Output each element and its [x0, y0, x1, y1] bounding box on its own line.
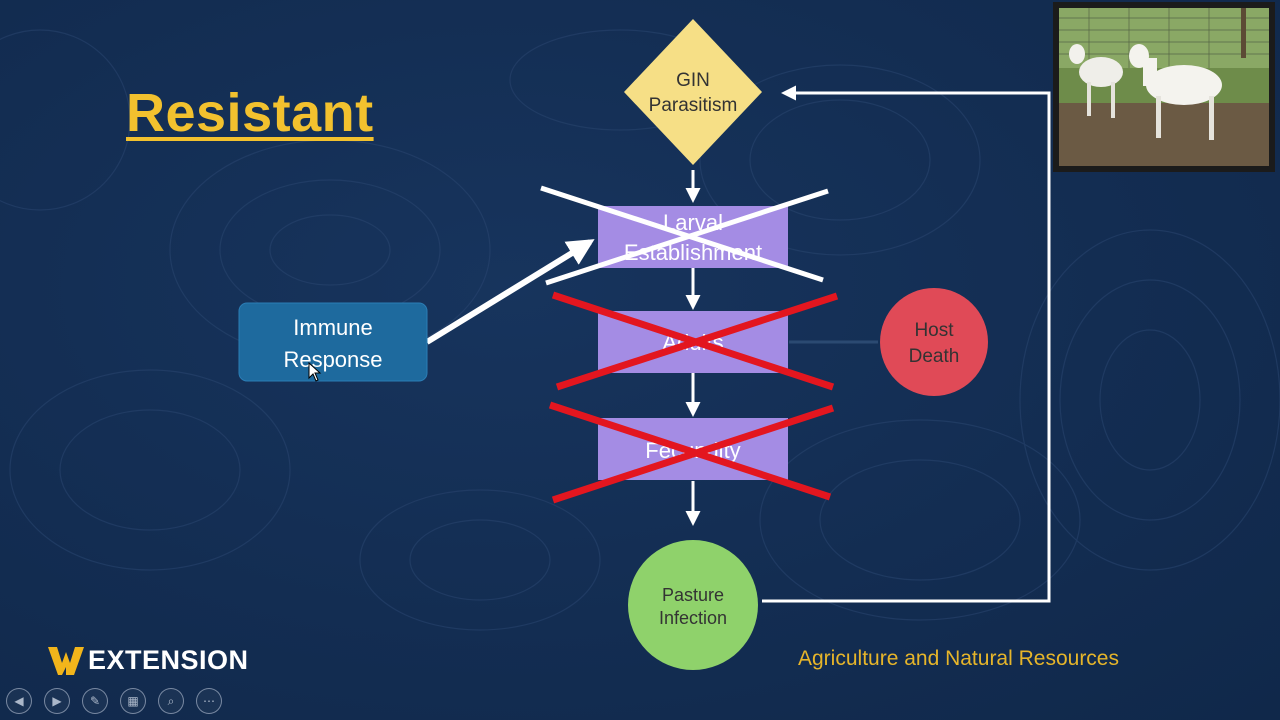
pasture-infection-node: Pasture Infection: [628, 540, 758, 670]
adults-cross-mark: [551, 291, 839, 391]
next-slide-icon: ▶: [52, 694, 62, 708]
pasture-label-line1: Pasture: [662, 585, 724, 605]
zoom-button[interactable]: ⌕: [158, 688, 184, 714]
footer-text: Agriculture and Natural Resources: [798, 647, 1119, 670]
more-options-icon: ⋯: [203, 694, 215, 708]
presentation-controls: ◀ ▶ ✎ ▦ ⌕ ⋯: [6, 688, 222, 714]
larval-cross-mark: [540, 185, 829, 286]
slides-grid-button[interactable]: ▦: [120, 688, 146, 714]
wv-logo-icon: [48, 647, 84, 675]
sheep-photo: [1053, 2, 1275, 172]
slides-grid-icon: ▦: [127, 694, 139, 708]
host-death-label-line2: Death: [909, 346, 960, 367]
feedback-loop-arrow: [762, 85, 1051, 603]
immune-response-node: Immune Response: [238, 302, 428, 382]
logo-text: EXTENSION: [88, 644, 249, 675]
gin-label-line1: GIN: [676, 70, 710, 91]
next-slide-button[interactable]: ▶: [44, 688, 70, 714]
pasture-label-line2: Infection: [659, 608, 727, 628]
host-death-label-line1: Host: [914, 320, 954, 341]
immune-label-line2: Response: [283, 347, 382, 372]
immune-label-line1: Immune: [293, 315, 372, 340]
pen-icon: ✎: [89, 694, 101, 708]
gin-label-line2: Parasitism: [649, 95, 738, 116]
mouse-cursor-icon: [308, 362, 322, 382]
more-options-button[interactable]: ⋯: [196, 688, 222, 714]
gin-parasitism-node: GIN Parasitism: [624, 19, 762, 165]
previous-slide-icon: ◀: [14, 694, 24, 708]
arrow-immune-to-larval: [425, 239, 595, 345]
pen-button[interactable]: ✎: [82, 688, 108, 714]
slide-title: Resistant: [126, 83, 374, 143]
previous-slide-button[interactable]: ◀: [6, 688, 32, 714]
host-death-node: Host Death: [880, 288, 988, 396]
zoom-icon: ⌕: [167, 693, 175, 708]
fecundity-cross-mark: [548, 401, 835, 504]
wvu-extension-logo: EXTENSION: [48, 642, 249, 678]
